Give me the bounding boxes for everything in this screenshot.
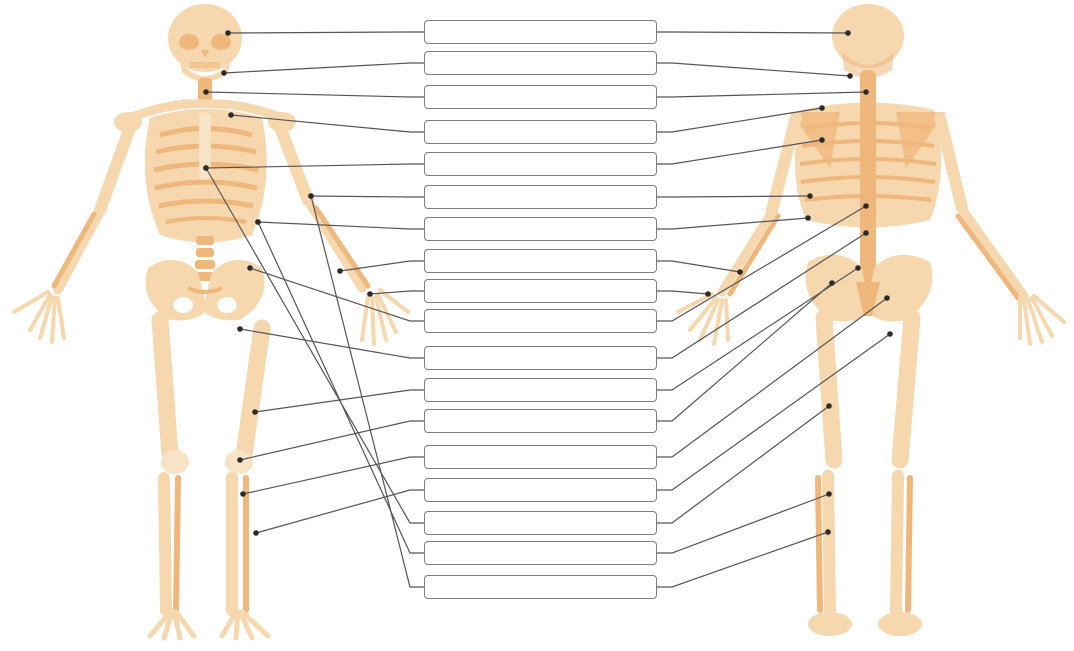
front-pin-11 <box>237 326 243 332</box>
back-pin-15 <box>887 331 893 337</box>
back-leader-line-13 <box>657 283 832 421</box>
back-pin-6 <box>807 193 813 199</box>
label-box-1[interactable] <box>424 20 657 44</box>
skull-front <box>168 4 242 82</box>
back-leader-line-15 <box>657 334 890 490</box>
back-pin-14 <box>884 295 890 301</box>
front-skeleton <box>14 4 408 638</box>
front-pin-9 <box>367 291 373 297</box>
front-leader-line-2 <box>224 63 424 73</box>
front-pin-17 <box>255 219 261 225</box>
front-pin-15 <box>253 530 259 536</box>
label-box-6[interactable] <box>424 185 657 209</box>
label-box-9[interactable] <box>424 279 657 303</box>
front-leader-line-7 <box>258 222 424 229</box>
back-pin-12 <box>855 265 861 271</box>
label-box-12[interactable] <box>424 378 657 402</box>
front-pin-13 <box>237 457 243 463</box>
front-pin-3 <box>203 89 209 95</box>
label-box-13[interactable] <box>424 409 657 433</box>
back-pin-4 <box>819 105 825 111</box>
label-box-17[interactable] <box>424 541 657 565</box>
back-leader-line-8 <box>657 261 740 272</box>
front-pin-16 <box>203 165 209 171</box>
rib-cage-back <box>790 70 946 290</box>
back-leader-line-3 <box>657 92 866 97</box>
back-pin-1 <box>845 30 851 36</box>
label-box-7[interactable] <box>424 217 657 241</box>
back-pin-2 <box>847 73 853 79</box>
back-leader-line-6 <box>657 196 810 197</box>
front-pin-18 <box>308 193 314 199</box>
back-leader-line-16 <box>657 406 829 523</box>
front-leader-line-15 <box>256 490 424 533</box>
label-box-3[interactable] <box>424 85 657 109</box>
label-box-4[interactable] <box>424 120 657 144</box>
front-leader-line-14 <box>243 457 424 494</box>
label-box-10[interactable] <box>424 309 657 333</box>
back-pin-9 <box>705 291 711 297</box>
front-pin-8 <box>337 268 343 274</box>
label-box-11[interactable] <box>424 346 657 370</box>
front-leader-line-6 <box>311 196 424 197</box>
back-pin-5 <box>819 137 825 143</box>
back-leader-line-9 <box>657 291 708 294</box>
back-leader-line-17 <box>657 494 829 553</box>
label-box-14[interactable] <box>424 445 657 469</box>
legs-back <box>818 318 912 610</box>
label-box-2[interactable] <box>424 51 657 75</box>
front-leader-line-3 <box>206 92 424 97</box>
back-leader-line-7 <box>657 218 808 229</box>
front-leader-line-1 <box>228 32 424 33</box>
front-leader-line-18 <box>311 196 424 587</box>
label-box-18[interactable] <box>424 575 657 599</box>
front-leader-line-10 <box>250 268 424 321</box>
front-pin-12 <box>252 409 258 415</box>
back-pin-3 <box>863 89 869 95</box>
back-pin-16 <box>826 403 832 409</box>
back-pin-7 <box>805 215 811 221</box>
feet-back <box>808 612 922 636</box>
back-skeleton <box>678 4 1064 636</box>
label-box-16[interactable] <box>424 511 657 535</box>
front-leader-line-13 <box>240 421 424 460</box>
feet-front <box>150 612 268 638</box>
label-box-15[interactable] <box>424 478 657 502</box>
back-pin-18 <box>825 529 831 535</box>
front-leader-line-9 <box>370 291 424 294</box>
front-pin-4 <box>228 112 234 118</box>
front-pin-2 <box>221 70 227 76</box>
back-pin-13 <box>829 280 835 286</box>
back-pin-10 <box>863 203 869 209</box>
legs-front <box>160 320 262 610</box>
back-leader-line-2 <box>657 63 850 76</box>
back-leader-line-18 <box>657 532 828 587</box>
front-pin-10 <box>247 265 253 271</box>
back-pin-11 <box>863 230 869 236</box>
back-pin-8 <box>737 269 743 275</box>
rib-cage-front <box>145 109 267 243</box>
front-pin-14 <box>240 491 246 497</box>
back-pin-17 <box>826 491 832 497</box>
label-box-8[interactable] <box>424 249 657 273</box>
label-box-5[interactable] <box>424 152 657 176</box>
front-pin-1 <box>225 30 231 36</box>
back-leader-line-1 <box>657 32 848 33</box>
